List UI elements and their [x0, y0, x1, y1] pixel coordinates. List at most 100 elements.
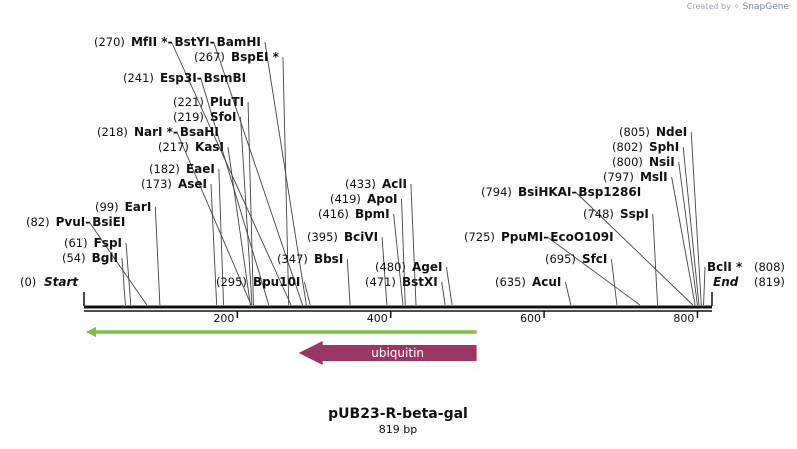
enzyme-name: KasI — [195, 140, 224, 154]
ruler-tick-label: 800 — [673, 312, 694, 325]
site-position: (725) — [464, 230, 495, 244]
site-label-fspi[interactable]: (61)FspI — [64, 236, 122, 250]
site-label-bcli[interactable]: BclI * (808) — [707, 260, 785, 274]
cut-site-line — [240, 116, 253, 306]
cut-site-line — [410, 183, 417, 306]
start-position: (0) — [20, 275, 36, 289]
cut-site-line — [200, 77, 270, 306]
site-lead-lines — [88, 41, 706, 306]
site-label-pvui[interactable]: (82)PvuI - BsiEI — [26, 215, 125, 229]
site-label-eaei[interactable]: (182)EaeI — [149, 162, 215, 176]
site-label-kasi[interactable]: (217) KasI — [158, 140, 224, 154]
site-label-bcivi[interactable]: (395)BciVI — [307, 230, 378, 244]
watermark-brand: SnapGene — [742, 2, 789, 12]
site-label-sfoi[interactable]: (219)SfoI — [173, 110, 237, 124]
site-label-mfii[interactable]: (270)MfII * - BstYI - BamHI — [94, 35, 261, 49]
site-position: (295) — [216, 275, 247, 289]
site-label-bstxi[interactable]: (471)BstXI — [365, 275, 438, 289]
site-label-sspi[interactable]: (748)SspI — [583, 207, 649, 221]
enzyme-name: BspEI * — [231, 50, 280, 64]
enzyme-name: NsiI — [649, 155, 675, 169]
site-position: (748) — [583, 207, 614, 221]
site-position: (99) — [95, 200, 119, 214]
site-position: (805) — [619, 125, 650, 139]
cut-site-line — [703, 266, 706, 306]
enzyme-separator: - — [173, 125, 178, 139]
site-position: (416) — [318, 207, 349, 221]
site-label-bsihkai[interactable]: (794)BsiHKAI - Bsp1286I — [481, 185, 641, 199]
enzyme-name: BclI * — [707, 260, 743, 274]
site-label-msli[interactable]: (797) MslI — [603, 170, 668, 184]
enzyme-name: BbsI — [314, 252, 343, 266]
site-position: (794) — [481, 185, 512, 199]
site-label-bspei[interactable]: (267) BspEI * — [194, 50, 280, 64]
cut-site-line — [393, 213, 404, 306]
site-label-ppumi[interactable]: (725)PpuMI - EcoO109I — [464, 230, 614, 244]
feature-ubiquitin-arrow[interactable] — [298, 341, 477, 365]
site-position: (395) — [307, 230, 338, 244]
site-position: (433) — [345, 177, 376, 191]
site-label-eari[interactable]: (99) EarI — [95, 200, 151, 214]
site-label-apoi[interactable]: (419) ApoI — [330, 192, 398, 206]
ruler-tick-label: 400 — [367, 312, 388, 325]
cut-site-line — [346, 258, 351, 306]
site-label-agei[interactable]: (480)AgeI — [375, 260, 442, 274]
enzyme-name: ApoI — [367, 192, 398, 206]
enzyme-separator: - — [210, 35, 215, 49]
cut-site-line — [154, 206, 161, 306]
enzyme-name: Bpu10I — [253, 275, 300, 289]
site-position: (241) — [123, 71, 154, 85]
enzyme-name: PvuI — [56, 215, 86, 229]
site-label-bbsi[interactable]: (347)BbsI — [277, 252, 343, 266]
enzyme-name: BsmBI — [204, 71, 246, 85]
site-position: (808) — [754, 260, 785, 274]
enzyme-name: AseI — [178, 177, 207, 191]
site-position: (218) — [97, 125, 128, 139]
cut-site-line — [227, 146, 251, 306]
site-label-sfci[interactable]: (695)SfcI — [545, 252, 607, 266]
enzyme-name: BstXI — [402, 275, 438, 289]
site-label-sphi[interactable]: (802) SphI — [612, 140, 679, 154]
site-position: (797) — [603, 170, 634, 184]
enzyme-name: NdeI — [656, 125, 687, 139]
site-label-ndei[interactable]: (805) NdeI — [619, 125, 687, 139]
map-length: 819 bp — [379, 423, 417, 436]
site-position: (419) — [330, 192, 361, 206]
enzyme-name: SphI — [649, 140, 679, 154]
enzyme-name: BstYI — [174, 35, 209, 49]
cut-site-line — [678, 161, 698, 306]
site-label-bpmi[interactable]: (416)BpmI — [318, 207, 390, 221]
cut-site-line — [401, 198, 406, 306]
site-label-bgli[interactable]: (54)BglI — [62, 251, 118, 265]
site-label-bpu10i[interactable]: (295) Bpu10I — [216, 275, 300, 289]
end-position: (819) — [754, 275, 785, 289]
enzyme-name: BamHI — [217, 35, 261, 49]
site-label-nsii[interactable]: (800) NsiI — [612, 155, 675, 169]
enzyme-name: BglI — [92, 251, 118, 265]
site-label-nari[interactable]: (218)NarI * - BsaHI — [97, 125, 219, 139]
site-label-pluti[interactable]: (221)PluTI — [173, 95, 244, 109]
enzyme-name: FspI — [94, 236, 122, 250]
site-label-esp3i[interactable]: (241)Esp3I - BsmBI — [123, 71, 246, 85]
site-position: (173) — [141, 177, 172, 191]
site-label-acui[interactable]: (635)AcuI — [495, 275, 561, 289]
enzyme-name: Bsp1286I — [578, 185, 641, 199]
ruler-tick-label: 600 — [520, 312, 541, 325]
site-position: (802) — [612, 140, 643, 154]
cut-site-line — [218, 168, 225, 306]
site-position: (800) — [612, 155, 643, 169]
enzyme-name: MslI — [640, 170, 668, 184]
enzyme-name: EarI — [125, 200, 152, 214]
enzyme-name: NarI * — [134, 125, 174, 139]
site-position: (267) — [194, 50, 225, 64]
cut-site-line — [176, 131, 252, 306]
cut-site-line — [171, 41, 292, 306]
site-position: (217) — [158, 140, 189, 154]
site-label-acli[interactable]: (433)AclI — [345, 177, 407, 191]
enzyme-name: AcuI — [532, 275, 561, 289]
feature-track: ubiquitin — [86, 327, 477, 365]
cut-site-line — [610, 258, 618, 306]
site-label-asei[interactable]: (173) AseI — [141, 177, 207, 191]
